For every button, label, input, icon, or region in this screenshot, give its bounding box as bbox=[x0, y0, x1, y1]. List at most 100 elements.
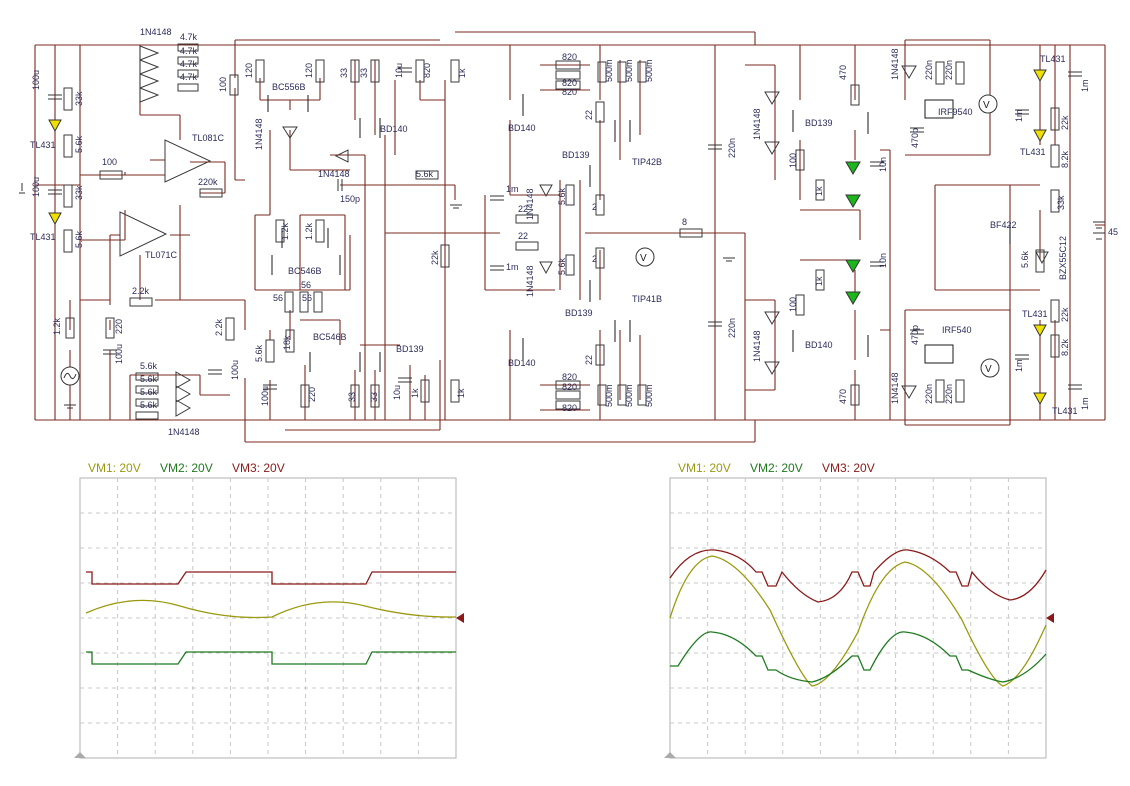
scope-right-time-marker-icon bbox=[664, 752, 676, 758]
label-r56-b2: 5.6k bbox=[140, 387, 158, 397]
label-r12k-b: 1.2k bbox=[304, 222, 314, 240]
label-d1n4148-d: 1N4148 bbox=[525, 265, 535, 297]
label-r1k-b: 1k bbox=[410, 388, 420, 398]
label-r220k: 220k bbox=[198, 177, 218, 187]
label-c10u-b: 10u bbox=[392, 385, 402, 400]
scope-left-vm1-label: VM1: 20V bbox=[88, 461, 141, 475]
label-d1n4148-h: 1N4148 bbox=[318, 169, 350, 179]
label-c100u-d: 100u bbox=[230, 360, 240, 380]
label-r2-b: 2 bbox=[592, 254, 597, 264]
label-r47c: 4.7k bbox=[180, 59, 198, 69]
label-bd139-c: BD139 bbox=[565, 308, 593, 318]
led-icon bbox=[845, 161, 861, 305]
label-r47d: 4.7k bbox=[180, 72, 198, 82]
label-r1k-d: 1k bbox=[814, 186, 824, 196]
label-r82k-a: 8.2k bbox=[1060, 150, 1070, 168]
label-r33-b: 33 bbox=[359, 68, 369, 78]
label-c220n-c: 220n bbox=[924, 60, 934, 80]
label-r22-a: 22 bbox=[584, 110, 594, 120]
label-c1m-b: 1m bbox=[506, 262, 519, 272]
label-tl431-c: TL431 bbox=[1040, 54, 1066, 64]
label-d1n4148-f: 1N4148 bbox=[752, 330, 762, 362]
label-r56-a: 56 bbox=[273, 293, 283, 303]
label-bzx: BZX55C12 bbox=[1058, 236, 1068, 280]
label-r500m-2: 500m bbox=[624, 59, 634, 82]
label-c1m-e: 1m bbox=[1014, 359, 1024, 372]
label-r12k: 1.2k bbox=[52, 317, 62, 335]
label-c150p: 150p bbox=[340, 194, 360, 204]
label-d1n4148-v: 1N4148 bbox=[254, 118, 264, 150]
svg-text:V: V bbox=[985, 364, 992, 375]
scope-right-trace-vm2 bbox=[670, 631, 1047, 683]
scope-left-time-marker-icon bbox=[74, 752, 86, 758]
label-d1n4148-e: 1N4148 bbox=[752, 108, 762, 140]
label-irf9540: IRF9540 bbox=[938, 107, 973, 117]
label-r33k-c: 33k bbox=[1056, 195, 1066, 210]
scope-right: VM1: 20V VM2: 20V VM3: 20V bbox=[664, 461, 1054, 759]
label-r120-a: 120 bbox=[244, 63, 254, 78]
svg-text:V: V bbox=[640, 253, 647, 264]
scope-left-trace-vm2 bbox=[86, 651, 456, 665]
label-r56k-b: 5.6k bbox=[74, 230, 84, 248]
label-d1n4148-g: 1N4148 bbox=[890, 48, 900, 80]
label-bc556: BC556B bbox=[272, 82, 306, 92]
label-r56-c: 56 bbox=[302, 293, 312, 303]
component-labels: 1N4148 4.7k 4.7k 4.7k 4.7k 100u 100u 33k… bbox=[30, 27, 1118, 437]
label-r1k-a: 1k bbox=[457, 68, 467, 78]
label-r1k-e: 1k bbox=[814, 276, 824, 286]
label-d1n4148-c: 1N4148 bbox=[525, 188, 535, 220]
scope-left-vm3-label: VM3: 20V bbox=[232, 461, 285, 475]
scope-right-vm3-label: VM3: 20V bbox=[822, 461, 875, 475]
label-c10u-a: 10u bbox=[394, 63, 404, 78]
label-r22-c: 22 bbox=[518, 231, 528, 241]
label-tl431-f: TL431 bbox=[1052, 406, 1078, 416]
label-c470p-b: 470p bbox=[910, 325, 920, 345]
transistor-icon bbox=[267, 94, 1011, 372]
label-bd139-d: BD139 bbox=[805, 118, 833, 128]
scope-left-grid bbox=[80, 478, 456, 758]
scope-left-vm2-label: VM2: 20V bbox=[160, 461, 213, 475]
label-r820-4: 820 bbox=[562, 372, 577, 382]
label-c100u-c: 100u bbox=[114, 344, 124, 364]
label-r120-b: 120 bbox=[304, 63, 314, 78]
label-c220n-d: 220n bbox=[944, 60, 954, 80]
label-v45: 45 bbox=[1108, 227, 1118, 237]
label-r22k-c: 22k bbox=[430, 250, 440, 265]
scope-left-trace-vm1 bbox=[85, 599, 457, 619]
label-tl431-b: TL431 bbox=[30, 232, 56, 242]
label-r2-a: 2 bbox=[592, 202, 597, 212]
label-c1m-d: 1m bbox=[1014, 109, 1024, 122]
label-r47a: 4.7k bbox=[180, 32, 198, 42]
label-r22k-fb: 2.2k bbox=[132, 286, 150, 296]
label-bc546-b: BC546B bbox=[313, 332, 347, 342]
label-r220-b: 220 bbox=[307, 387, 317, 402]
label-r22-d: 22 bbox=[584, 355, 594, 365]
label-r500m-1: 500m bbox=[604, 59, 614, 82]
label-r22k-e: 22k bbox=[1060, 307, 1070, 322]
label-r220: 220 bbox=[114, 319, 124, 334]
label-tip42: TIP42B bbox=[632, 157, 662, 167]
label-c10n-b: 10n bbox=[878, 253, 888, 268]
label-r56k-v: 5.6k bbox=[254, 344, 264, 362]
label-c470p-a: 470p bbox=[910, 128, 920, 148]
label-r56k-d: 5.6k bbox=[557, 257, 567, 275]
label-r56-b1: 5.6k bbox=[140, 374, 158, 384]
label-c220n-f: 220n bbox=[944, 384, 954, 404]
scope-right-vm2-label: VM2: 20V bbox=[750, 461, 803, 475]
label-r470-b: 470 bbox=[838, 389, 848, 404]
label-r56k-e: 5.6k bbox=[1020, 250, 1030, 268]
label-bd139-b: BD139 bbox=[562, 150, 590, 160]
svg-text:V: V bbox=[983, 100, 990, 111]
scope-right-vm1-label: VM1: 20V bbox=[678, 461, 731, 475]
label-bf422: BF422 bbox=[990, 220, 1017, 230]
label-tip41: TIP41B bbox=[632, 294, 662, 304]
scope-right-trace-vm1 bbox=[669, 555, 1047, 687]
capacitor-icons bbox=[48, 67, 1082, 390]
label-r500m-6: 500m bbox=[644, 384, 654, 407]
label-r100-a: 100 bbox=[788, 153, 798, 168]
label-tl431-e: TL431 bbox=[1022, 309, 1048, 319]
ground-icon bbox=[19, 183, 735, 409]
tl431-icons bbox=[48, 69, 1047, 406]
label-r33-c: 33 bbox=[347, 392, 357, 402]
